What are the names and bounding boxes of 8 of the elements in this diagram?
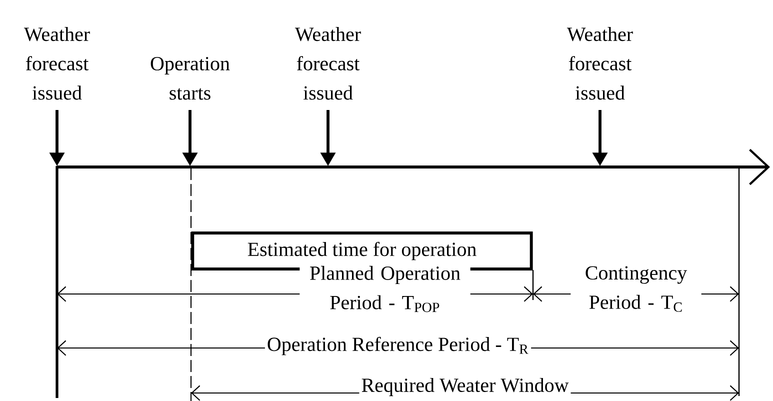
event-label: Operation starts	[150, 56, 230, 100]
dimension-label: Required Weater Window	[359, 376, 571, 398]
dimension-label: Contingency Period - T$_{C}$	[570, 264, 702, 314]
event-label: Weather forecast issued	[566, 27, 633, 100]
event-label: Weather forecast issued	[24, 27, 90, 100]
event-label: Weather forecast issued	[294, 27, 361, 100]
dimension-label: Planned Operation Period - T$_{POP}$	[300, 264, 470, 314]
dimension-label: Operation Reference Period - T$_{R}$	[264, 334, 532, 358]
